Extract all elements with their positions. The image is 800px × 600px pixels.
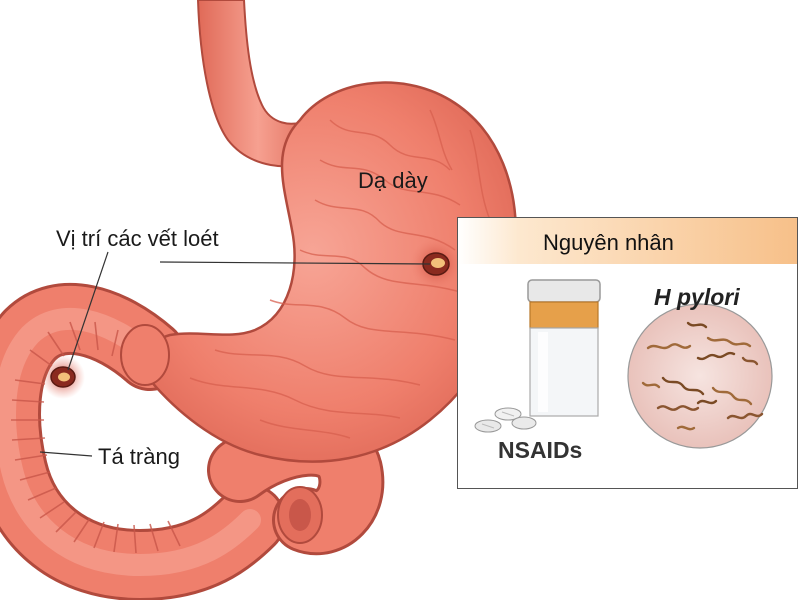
ulcer-leader-stomach (159, 261, 431, 265)
duodenum (0, 282, 286, 600)
stomach (144, 81, 517, 463)
h-pylori-label: H pylori (654, 284, 740, 310)
duodenum-label: Tá tràng (98, 444, 180, 469)
ulcer-sites-label: Vị trí các vết loét (56, 226, 219, 251)
causes-header (458, 218, 797, 264)
duodenal-ulcer-icon (41, 355, 85, 399)
bacteria-icon (627, 303, 773, 449)
nsaids-label: NSAIDs (498, 437, 583, 463)
causes-title: Nguyên nhân (543, 230, 674, 255)
leader-lines (39, 251, 431, 457)
causes-panel: Nguyên nhân NSAIDs H pylori (457, 217, 798, 489)
duodenum-leader (39, 451, 93, 457)
pylorus (120, 324, 170, 386)
stomach-label: Dạ dày (358, 168, 428, 193)
pill-bottle-icon (474, 279, 601, 433)
stomach-ulcer-icon (410, 238, 462, 290)
ulcer-leader-duodenum (67, 251, 109, 371)
